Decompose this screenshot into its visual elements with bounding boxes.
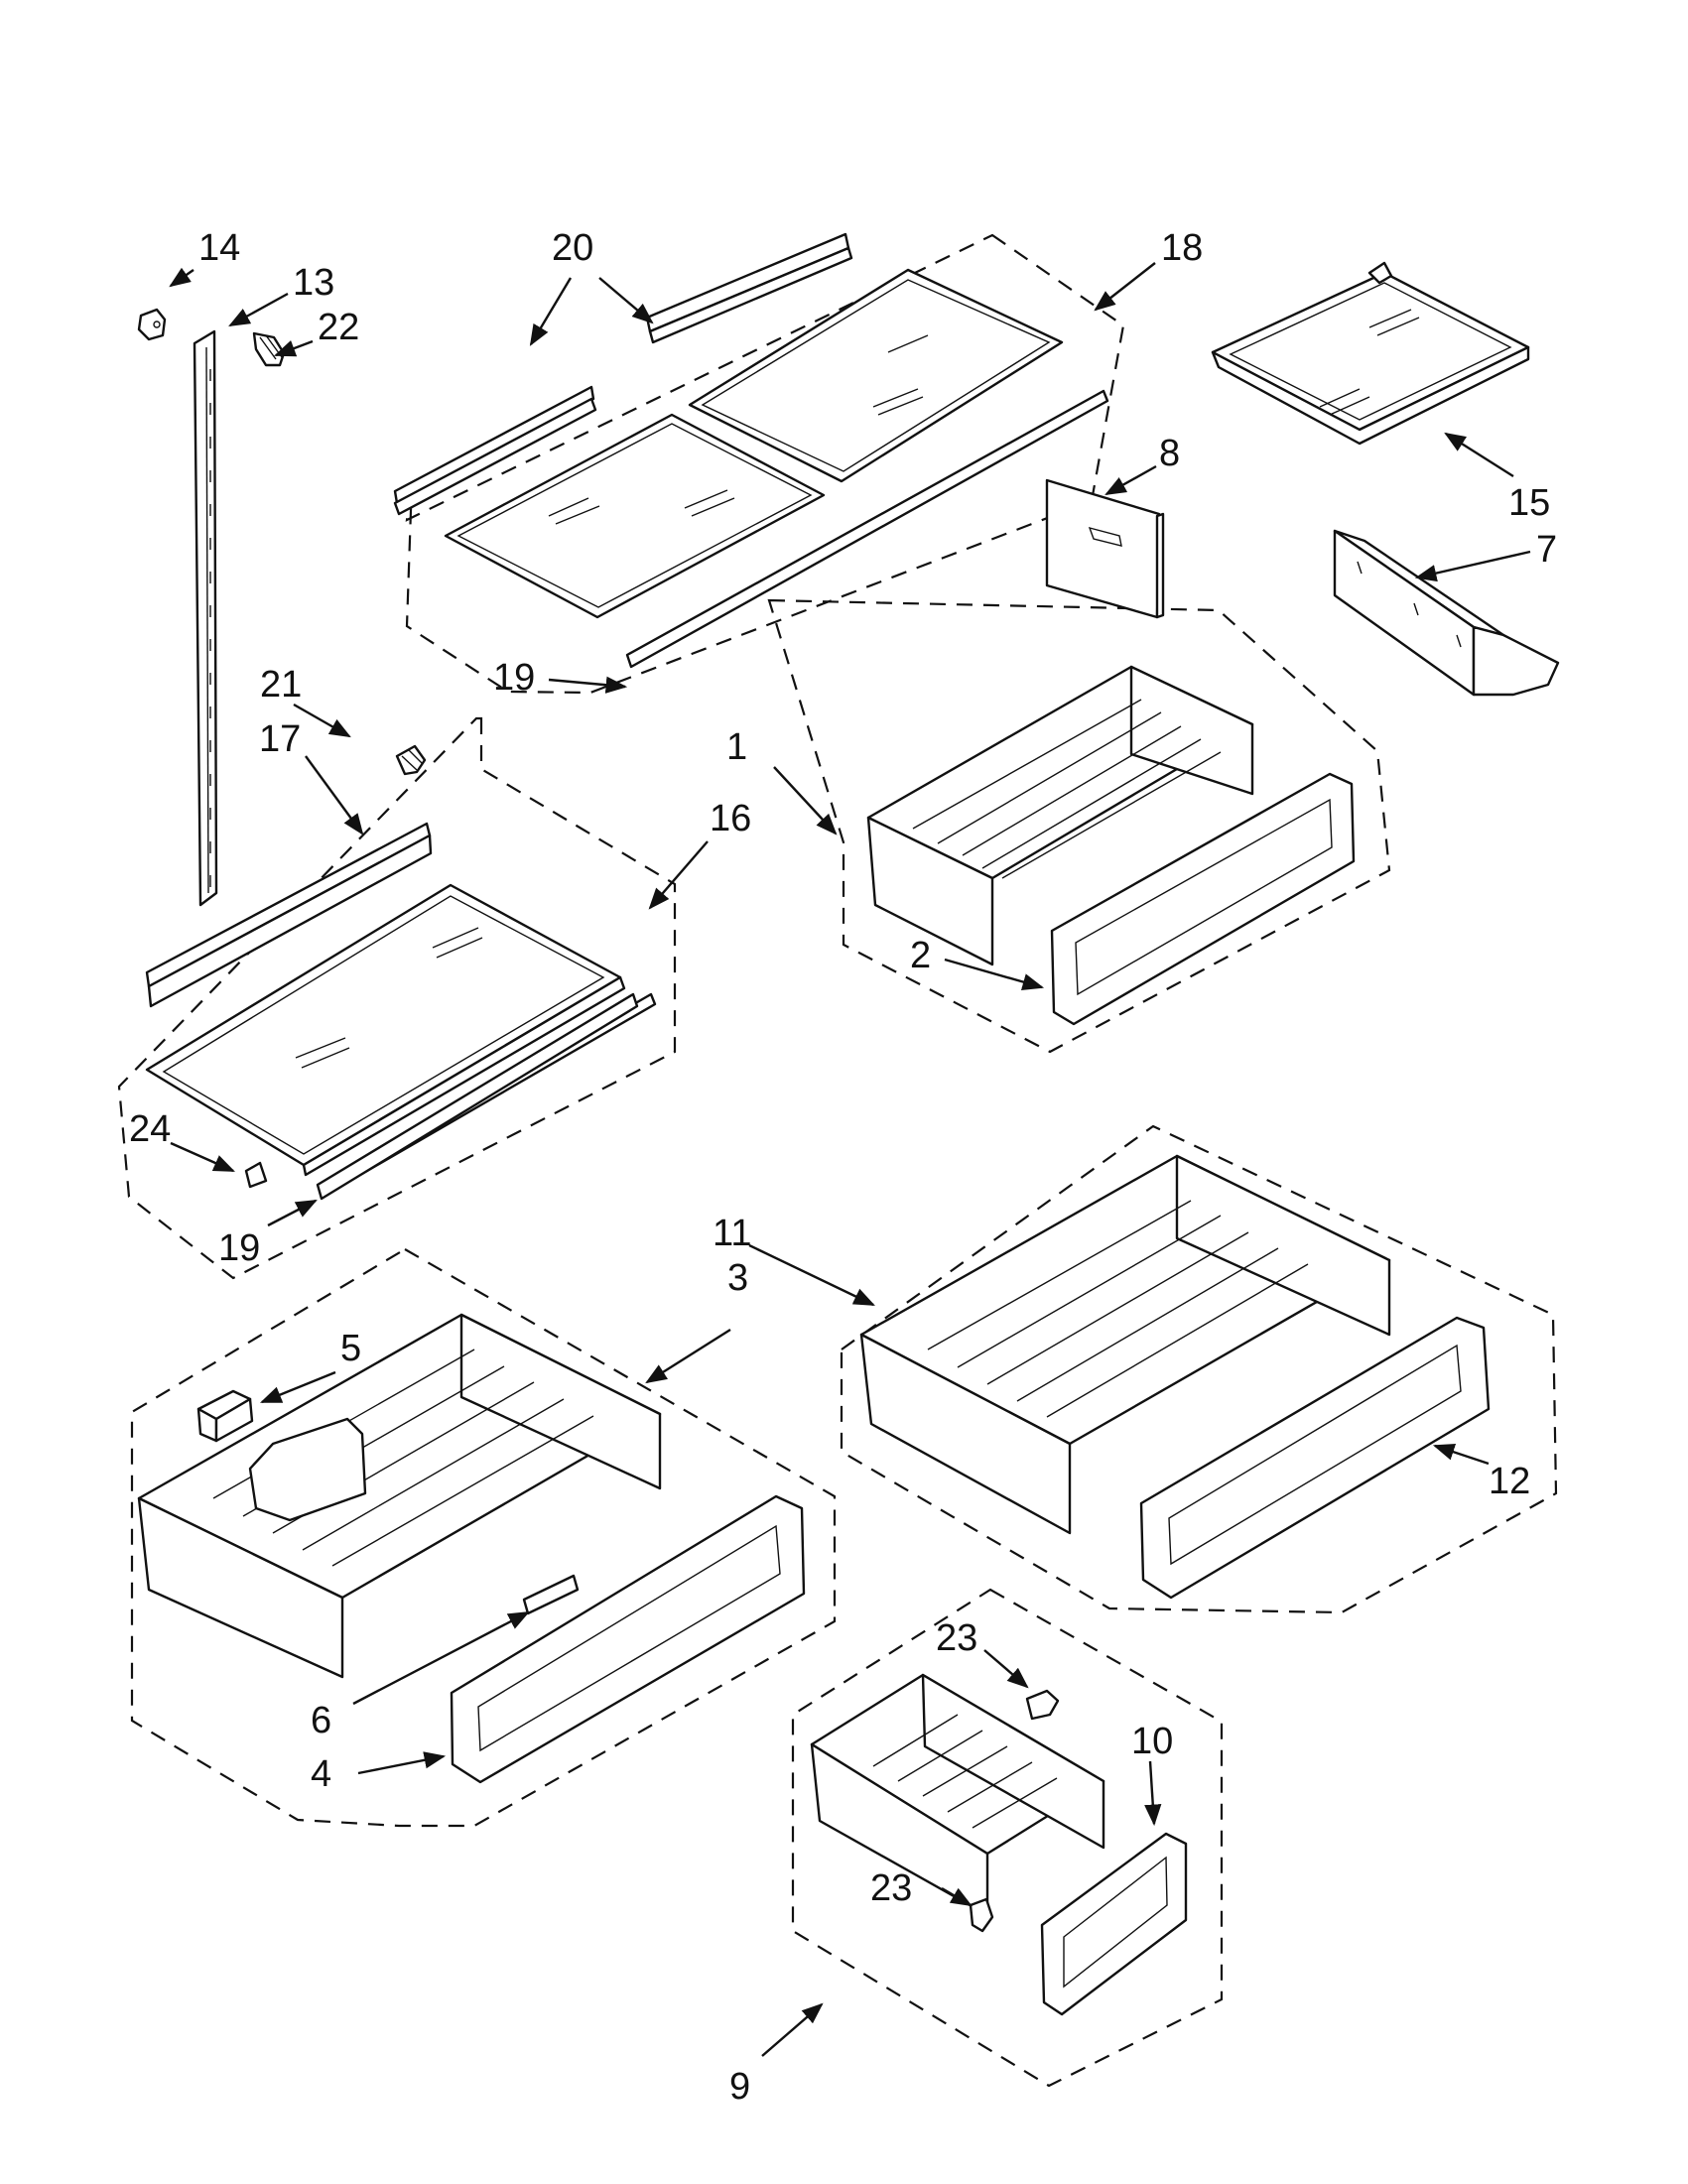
top-rails-part bbox=[393, 232, 853, 516]
outline-drawer-1 bbox=[767, 598, 1391, 1054]
outline-shelf-16 bbox=[117, 716, 677, 1280]
divider-panel-part bbox=[1045, 478, 1165, 619]
drawer-front-12-part bbox=[1139, 1316, 1491, 1600]
parts bbox=[137, 232, 1560, 2016]
callout-4: 4 bbox=[311, 1753, 331, 1795]
glass-shelf-18-part bbox=[444, 268, 1109, 669]
callout-15: 15 bbox=[1508, 482, 1550, 524]
bumper-23-top-part bbox=[1025, 1689, 1060, 1721]
callout-18: 18 bbox=[1161, 227, 1203, 269]
callout-labels: 14 13 22 20 18 8 15 7 19 21 17 16 1 2 24… bbox=[129, 227, 1557, 2108]
drawer-front-2-part bbox=[1050, 772, 1356, 1026]
bumper-23-bottom-part bbox=[969, 1897, 994, 1933]
callout-8: 8 bbox=[1159, 433, 1180, 474]
callout-16: 16 bbox=[710, 798, 751, 839]
callout-6: 6 bbox=[311, 1700, 331, 1741]
callout-20: 20 bbox=[552, 227, 593, 269]
control-5-part bbox=[196, 1389, 254, 1443]
side-rail-17-part bbox=[145, 822, 433, 1008]
end-cap-part bbox=[137, 308, 167, 341]
callout-21: 21 bbox=[260, 664, 302, 706]
drawer-front-10-part bbox=[1040, 1832, 1188, 2016]
clip-24-part bbox=[244, 1161, 268, 1189]
channel-cover-part bbox=[1333, 529, 1560, 697]
screw-22-part bbox=[252, 331, 286, 367]
callout-17: 17 bbox=[259, 718, 301, 760]
drawer-9-part bbox=[810, 1673, 1105, 1917]
callout-12: 12 bbox=[1489, 1461, 1530, 1502]
outline-drawer-3 bbox=[130, 1247, 837, 1828]
callout-14: 14 bbox=[198, 227, 240, 269]
callout-3: 3 bbox=[727, 1257, 748, 1299]
callout-19-bottom: 19 bbox=[218, 1227, 260, 1269]
outline-drawer-9 bbox=[791, 1588, 1224, 2088]
drawer-1-part bbox=[866, 665, 1254, 966]
callout-10: 10 bbox=[1131, 1721, 1173, 1762]
callout-9: 9 bbox=[729, 2066, 750, 2108]
callout-7: 7 bbox=[1536, 529, 1557, 571]
screw-21-part bbox=[395, 744, 427, 776]
outline-drawer-11 bbox=[840, 1124, 1558, 1614]
callout-22: 22 bbox=[318, 307, 359, 348]
vertical-rail-part bbox=[193, 329, 218, 907]
trim-19-part bbox=[316, 992, 639, 1201]
leader-lines bbox=[169, 262, 1531, 2057]
callout-2: 2 bbox=[910, 935, 931, 976]
drawer-11-part bbox=[859, 1154, 1391, 1535]
callout-1: 1 bbox=[726, 726, 747, 768]
callout-5: 5 bbox=[340, 1328, 361, 1369]
callout-13: 13 bbox=[293, 262, 334, 304]
drawer-3-part bbox=[137, 1313, 662, 1679]
callout-23-top: 23 bbox=[936, 1617, 977, 1659]
callout-23-bottom: 23 bbox=[870, 1867, 912, 1909]
drawer-front-4-part bbox=[450, 1494, 806, 1784]
trim-6-part bbox=[522, 1574, 580, 1615]
callout-11: 11 bbox=[713, 1213, 751, 1254]
callout-19-top: 19 bbox=[493, 657, 535, 699]
small-shelf-part bbox=[1211, 261, 1530, 446]
callout-24: 24 bbox=[129, 1108, 171, 1150]
